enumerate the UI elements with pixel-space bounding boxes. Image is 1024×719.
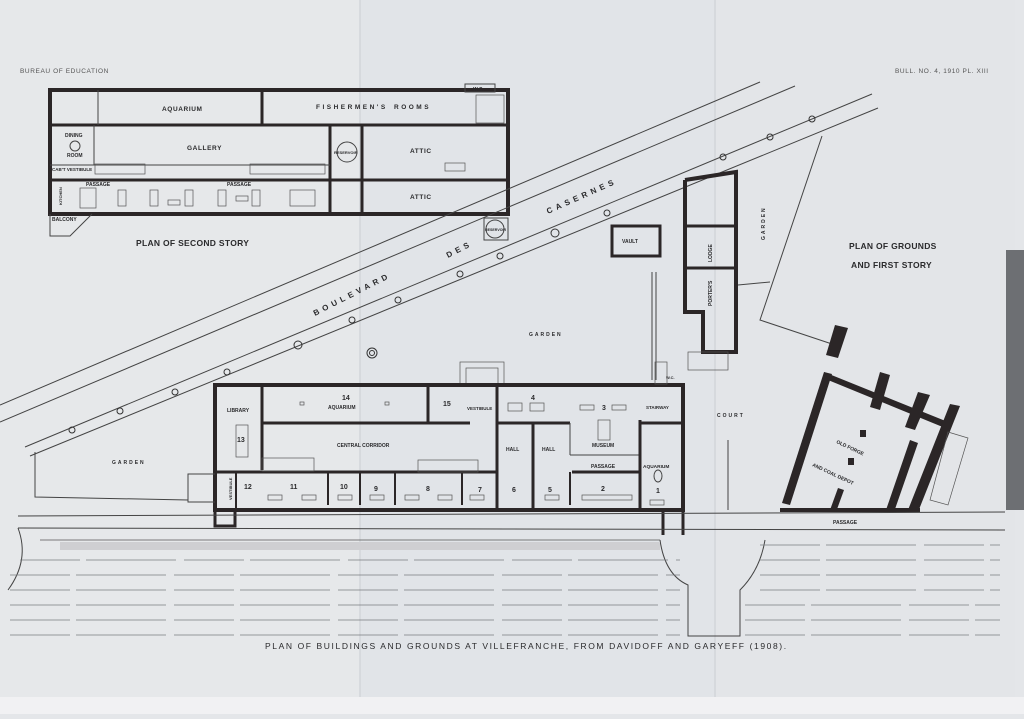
room-label-museum: MUSEUM [592, 443, 614, 449]
first-story-plan [187, 361, 685, 535]
room-number-6: 6 [512, 487, 516, 494]
room-number-15: 15 [443, 401, 451, 408]
room-label-stairway: STAIRWAY [646, 405, 669, 410]
area-label-garden-center: GARDEN [529, 332, 563, 338]
room-label-wc-1f: W.C. [666, 375, 675, 380]
room-number-11: 11 [290, 484, 298, 491]
room-number-3: 3 [602, 405, 606, 412]
room-label-passage-right-2f: PASSAGE [227, 182, 252, 188]
room-number-4: 4 [531, 395, 535, 402]
room-label-vestibule-left: VESTIBULE [228, 477, 233, 500]
room-label-rooms: ROOMS [394, 104, 431, 111]
room-number-5: 5 [548, 487, 552, 494]
area-label-garden-right: GARDEN [761, 206, 767, 240]
room-label-cab-vestibule: CAB'T VESTIBULE [52, 167, 92, 172]
room-label-central-corridor: CENTRAL CORRIDOR [337, 443, 390, 449]
page-edge-shadow [1006, 250, 1024, 510]
header-right: BULL. NO. 4, 1910 PL. XIII [895, 68, 989, 75]
room-label-aquarium-14: AQUARIUM [328, 405, 356, 411]
quay-and-sea [7, 511, 1006, 637]
garden-boundary [34, 452, 189, 501]
grounds-plan [459, 135, 969, 512]
room-label-aquarium-right: AQUARIUM [643, 464, 669, 470]
room-number-10: 10 [340, 484, 348, 491]
room-label-library: LIBRARY [227, 408, 250, 414]
room-label-passage-1f: PASSAGE [591, 464, 616, 470]
header-left: BUREAU OF EDUCATION [20, 68, 109, 75]
second-story-plan [48, 83, 510, 241]
grounds-title-line2: AND FIRST STORY [851, 260, 932, 270]
room-label-aquarium-2f: AQUARIUM [162, 106, 203, 113]
area-label-garden-left: GARDEN [112, 460, 146, 466]
room-label-hall-right: HALL [542, 447, 555, 453]
room-number-8: 8 [426, 486, 430, 493]
right-page [715, 0, 1015, 700]
room-label-gallery: GALLERY [187, 145, 222, 152]
grounds-title-line1: PLAN OF GROUNDS [849, 241, 937, 251]
room-label-dining: DINING [65, 133, 83, 139]
plate-caption: PLAN OF BUILDINGS AND GROUNDS AT VILLEFR… [265, 641, 788, 651]
second-story-title: PLAN OF SECOND STORY [136, 238, 249, 248]
room-number-9: 9 [374, 486, 378, 493]
room-number-2: 2 [601, 486, 605, 493]
room-label-dining-room: ROOM [67, 153, 83, 159]
boulevard-lines [0, 81, 879, 457]
room-label-attic-upper: ATTIC [410, 148, 432, 155]
room-number-14: 14 [342, 395, 350, 402]
building-label-vault: VAULT [622, 239, 638, 245]
room-label-wc-2f: W.C. [473, 87, 484, 93]
room-label-attic-lower: ATTIC [410, 194, 432, 201]
room-number-1: 1 [656, 488, 660, 495]
room-label-vestibule-top: VESTIBULE [467, 406, 492, 411]
building-label-lodge: LODGE [708, 244, 714, 262]
room-label-passage-left-2f: PASSAGE [86, 182, 111, 188]
page-edge [0, 697, 1024, 714]
room-label-hall-left: HALL [506, 447, 519, 453]
room-label-reservoir-outside: RESERVOIR [485, 228, 507, 232]
building-label-porters: PORTER'S [708, 280, 714, 306]
room-number-12: 12 [244, 484, 252, 491]
left-page [0, 0, 360, 700]
room-label-balcony: BALCONY [52, 217, 77, 223]
room-label-fishermens: FISHERMEN'S [316, 104, 388, 111]
room-label-reservoir-2f: RESERVOIR [334, 150, 358, 155]
room-label-kitchen: KITCHEN [58, 187, 63, 205]
area-label-passage-quay: PASSAGE [833, 520, 858, 526]
room-number-13: 13 [237, 437, 245, 444]
area-label-court: COURT [717, 413, 745, 419]
room-number-7: 7 [478, 487, 482, 494]
